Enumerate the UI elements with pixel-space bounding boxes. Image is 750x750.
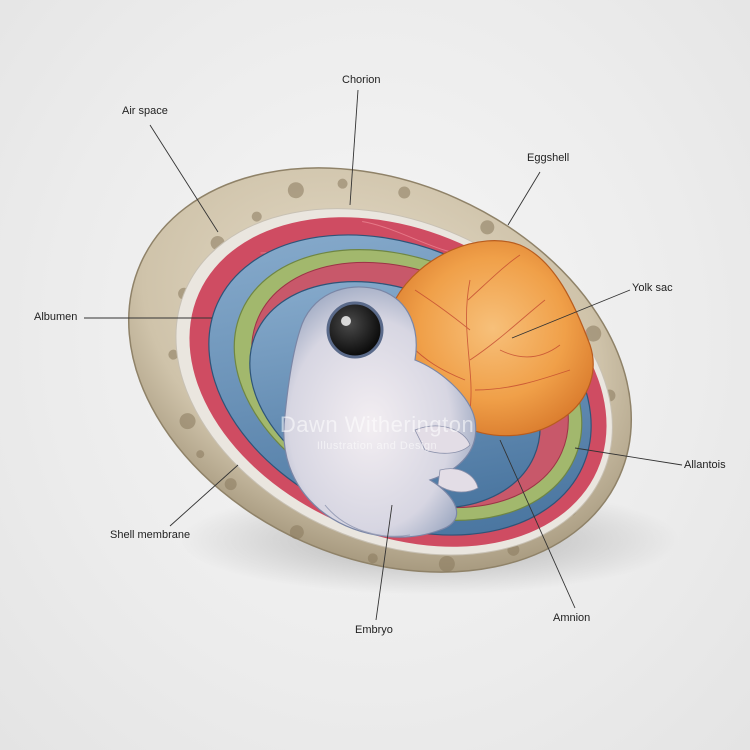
- leader-embryo: [375, 504, 393, 621]
- leader-lines: [84, 89, 683, 621]
- embryo-eye-highlight: [341, 316, 351, 326]
- label-yolk-sac: Yolk sac: [632, 282, 673, 294]
- embryo-limb: [414, 425, 471, 454]
- leader-air-space: [149, 124, 219, 233]
- label-air-space: Air space: [122, 105, 168, 117]
- leader-yolk-sac: [511, 289, 631, 339]
- label-allantois: Allantois: [684, 459, 726, 471]
- embryo-eye: [326, 301, 384, 359]
- label-shell-membrane: Shell membrane: [110, 529, 191, 541]
- embryo-tail: [324, 504, 411, 537]
- watermark-name: Dawn Witherington: [279, 412, 475, 437]
- label-chorion: Chorion: [342, 74, 381, 86]
- label-eggshell: Eggshell: [527, 152, 570, 164]
- leader-shell-membrane: [169, 464, 239, 527]
- leader-allantois: [574, 447, 683, 466]
- watermark-subtitle: Illustration and Design: [316, 440, 438, 452]
- embryo-limb: [437, 468, 479, 493]
- leader-amnion: [499, 439, 576, 609]
- yolk-vessels: [409, 254, 571, 411]
- label-amnion: Amnion: [553, 612, 591, 624]
- leader-eggshell: [507, 171, 541, 226]
- embryo-body: [283, 286, 477, 538]
- leader-chorion: [349, 89, 359, 206]
- label-embryo: Embryo: [355, 624, 393, 636]
- label-albumen: Albumen: [34, 311, 78, 323]
